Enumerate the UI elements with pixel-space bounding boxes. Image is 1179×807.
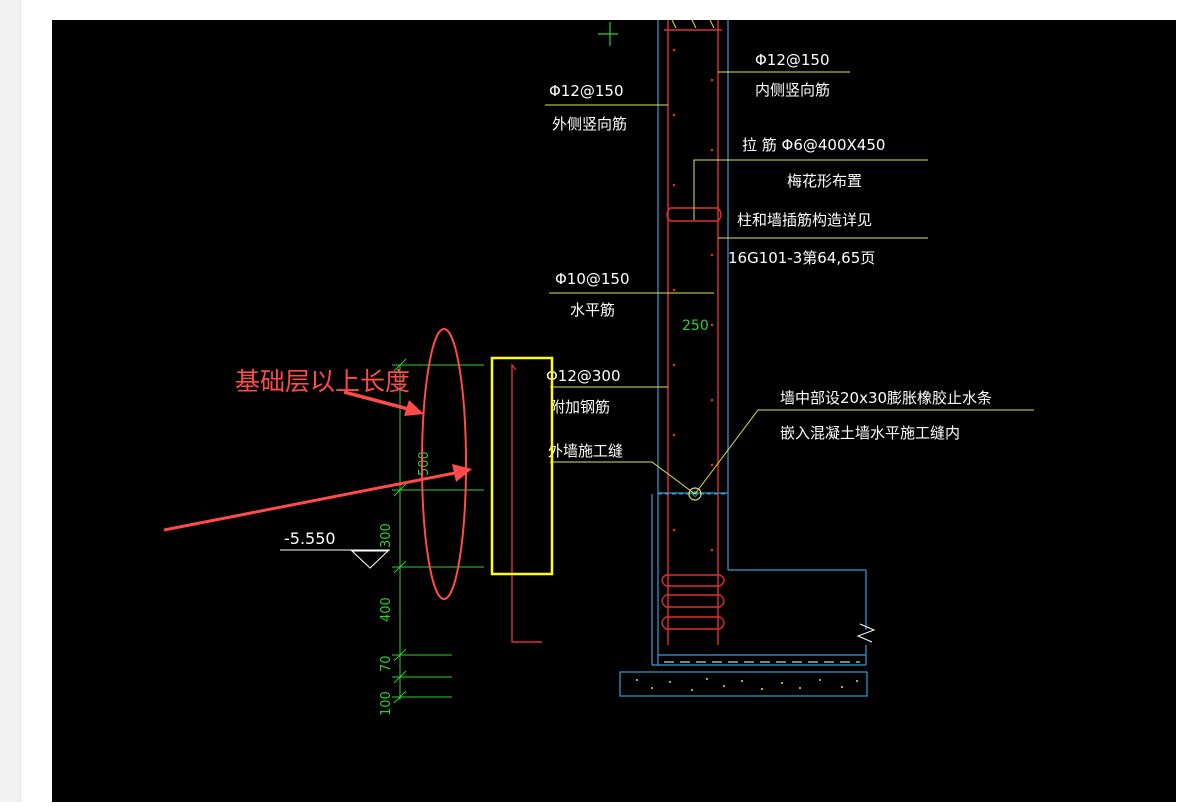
dim-300: 300	[379, 523, 394, 548]
horizontal-spec: Φ10@150	[555, 270, 630, 288]
joint-name: 外墙施工缝	[548, 442, 623, 460]
additional-spec: Φ12@300	[546, 367, 621, 385]
left-panel-strip	[0, 0, 21, 802]
dimension-chain	[392, 358, 484, 704]
arrow-long-head	[452, 464, 472, 482]
arrow-short	[343, 390, 413, 412]
leader-lines	[545, 71, 1034, 495]
arrow-short-head	[404, 400, 424, 416]
inner-vertical-name: 内侧竖向筋	[755, 81, 830, 99]
wall-rebar	[511, 20, 725, 645]
markup-annotation: 基础层以上长度	[163, 328, 554, 600]
rebar-dots	[672, 48, 714, 552]
highlight-box	[490, 356, 554, 576]
outer-vertical-name: 外侧竖向筋	[552, 115, 627, 133]
annotation-text: 基础层以上长度	[235, 368, 410, 396]
column-note-2: 16G101-3第64,65页	[728, 249, 875, 267]
top-hatch	[671, 19, 715, 29]
waterstop-note-1: 墙中部设20x30膨胀橡胶止水条	[780, 389, 992, 407]
dim-70: 70	[379, 655, 394, 672]
waterstop	[658, 487, 728, 501]
dim-100: 100	[379, 691, 394, 716]
break-line-symbol	[856, 623, 876, 643]
horizontal-name: 水平筋	[570, 301, 615, 319]
dim-500: 500	[417, 451, 432, 476]
additional-name: 附加钢筋	[550, 398, 610, 416]
tie-spec: 拉 筋 Φ6@400X450	[742, 136, 885, 154]
dim-400: 400	[379, 597, 394, 622]
inner-vertical-spec: Φ12@150	[755, 51, 830, 69]
gravel-fill	[636, 678, 858, 691]
leader-ticks	[598, 22, 618, 46]
outer-vertical-spec: Φ12@150	[549, 82, 624, 100]
concrete-outline	[619, 20, 868, 697]
wall-thickness-dim: 250	[682, 318, 709, 334]
highlight-ellipse	[421, 328, 467, 600]
arrow-long	[163, 470, 461, 532]
wall-section-drawing: Φ12@150 外侧竖向筋 Φ12@150 内侧竖向筋 拉 筋 Φ6@400X4…	[163, 19, 1034, 716]
tie-layout: 梅花形布置	[787, 172, 862, 190]
cad-drawing-canvas[interactable]: Φ12@150 外侧竖向筋 Φ12@150 内侧竖向筋 拉 筋 Φ6@400X4…	[52, 19, 1176, 802]
column-note-1: 柱和墙插筋构造详见	[737, 211, 872, 229]
elevation-marker: -5.550	[280, 529, 390, 569]
elevation-value: -5.550	[284, 529, 336, 548]
waterstop-note-2: 嵌入混凝土墙水平施工缝内	[780, 424, 960, 442]
